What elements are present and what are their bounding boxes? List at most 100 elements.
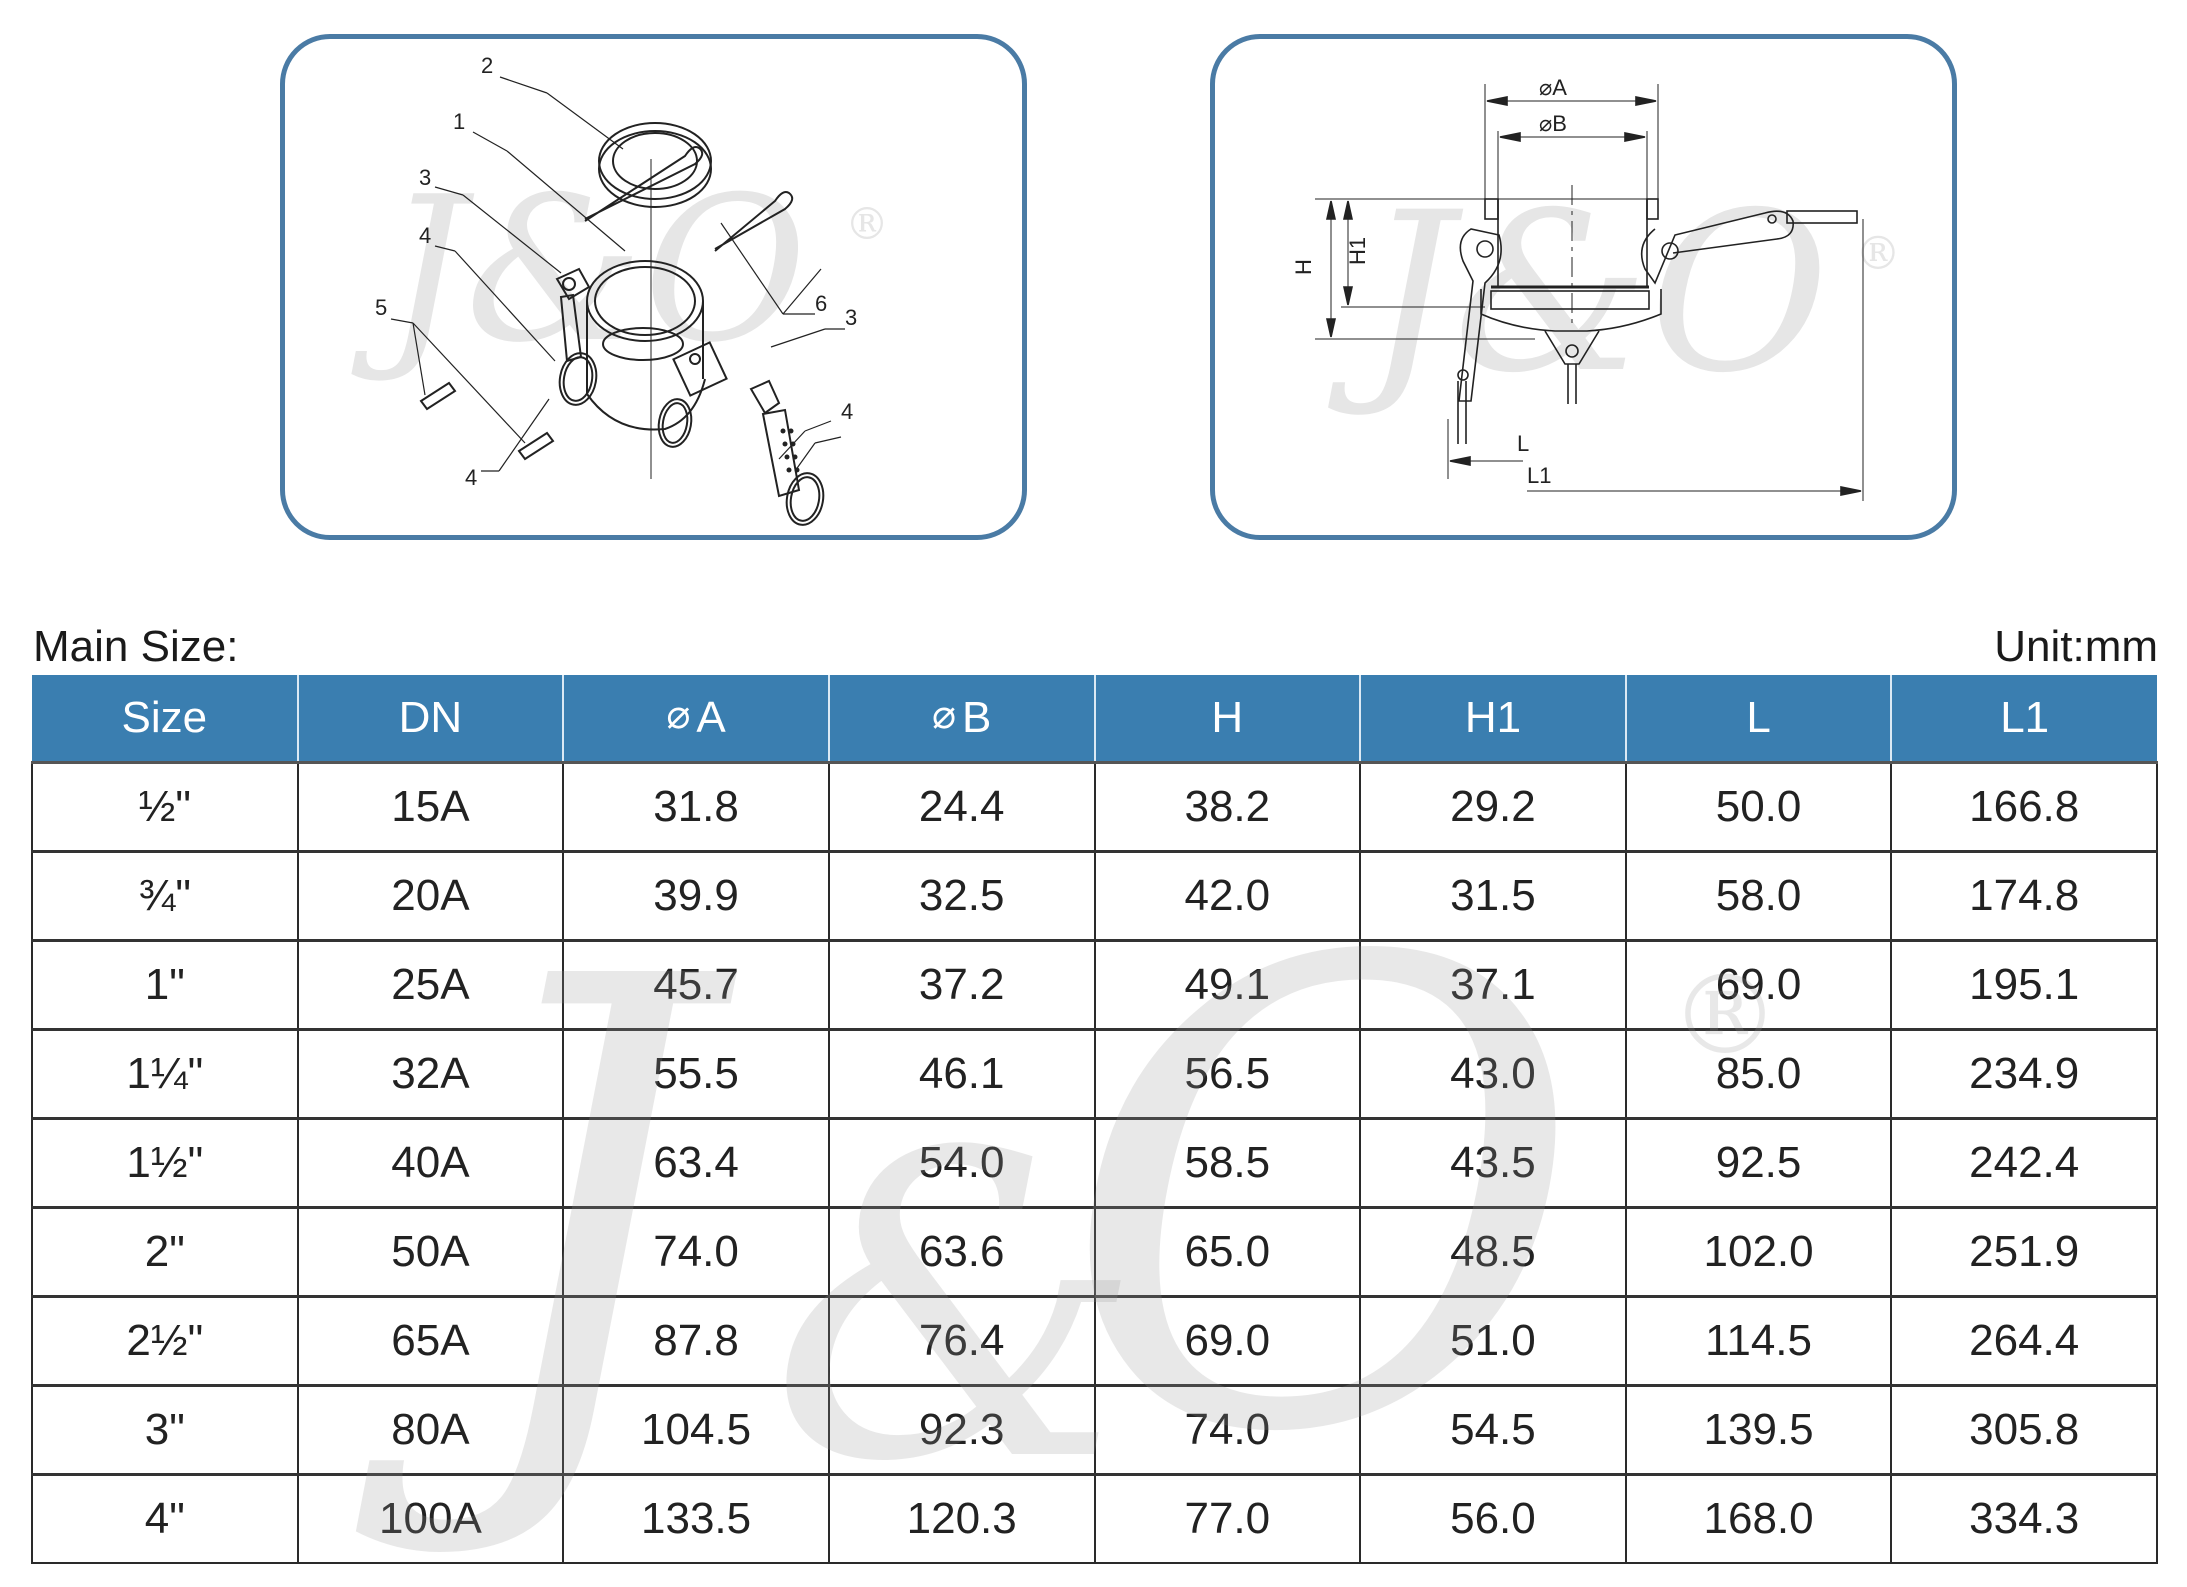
cell-size: 2" [31, 1206, 299, 1298]
unit-label: Unit:mm [1994, 622, 2158, 671]
table-row: 2" 50A 74.0 63.6 65.0 48.5 102.0 251.9 [31, 1206, 2158, 1298]
cell-b: 63.6 [827, 1206, 1096, 1298]
cell-a: 39.9 [562, 850, 830, 942]
table-row: ½" 15A 31.8 24.4 38.2 29.2 50.0 166.8 [31, 761, 2158, 853]
cell-l: 85.0 [1624, 1028, 1893, 1120]
table-row: 3" 80A 104.5 92.3 74.0 54.5 139.5 305.8 [31, 1384, 2158, 1476]
part-label-6: 6 [815, 291, 827, 316]
part-label-5: 5 [375, 295, 387, 320]
cell-h: 65.0 [1093, 1206, 1362, 1298]
cell-h: 38.2 [1093, 761, 1362, 853]
dimension-table: Size DN ⌀A ⌀B H H1 L L1 ½" 15A 31.8 24.4… [31, 675, 2158, 1564]
cell-l1: 195.1 [1890, 939, 2158, 1031]
cell-a: 31.8 [562, 761, 830, 853]
cell-b: 76.4 [827, 1295, 1096, 1387]
exploded-view-panel: J&O ® [280, 34, 1027, 540]
cell-h: 74.0 [1093, 1384, 1362, 1476]
cell-h: 56.5 [1093, 1028, 1362, 1120]
cell-l1: 242.4 [1890, 1117, 2158, 1209]
table-row: ¾" 20A 39.9 32.5 42.0 31.5 58.0 174.8 [31, 850, 2158, 942]
cell-l1: 305.8 [1890, 1384, 2158, 1476]
cell-h1: 29.2 [1359, 761, 1627, 853]
header-h: H [1093, 675, 1362, 764]
phi-icon: ⌀ [931, 692, 957, 738]
cell-h1: 43.0 [1359, 1028, 1627, 1120]
cell-dn: 15A [296, 761, 565, 853]
cell-a: 45.7 [562, 939, 830, 1031]
dim-label-l1: L1 [1527, 463, 1551, 488]
watermark-registered: ® [1855, 226, 1901, 280]
table-row: 1¼" 32A 55.5 46.1 56.5 43.0 85.0 234.9 [31, 1028, 2158, 1120]
cell-h1: 37.1 [1359, 939, 1627, 1031]
part-label-3b: 3 [845, 305, 857, 330]
watermark-registered: ® [845, 199, 889, 250]
cell-h: 69.0 [1093, 1295, 1362, 1387]
cell-l1: 174.8 [1890, 850, 2158, 942]
dim-label-h: H [1291, 259, 1316, 275]
cell-b: 32.5 [827, 850, 1096, 942]
cell-l: 114.5 [1624, 1295, 1893, 1387]
cell-b: 120.3 [827, 1473, 1096, 1564]
cell-dn: 50A [296, 1206, 565, 1298]
cell-b: 24.4 [827, 761, 1096, 853]
cell-h1: 43.5 [1359, 1117, 1627, 1209]
cell-l1: 264.4 [1890, 1295, 2158, 1387]
dim-label-phi-b: ⌀B [1539, 111, 1567, 136]
part-label-4: 4 [419, 223, 431, 248]
cell-size: 1¼" [31, 1028, 299, 1120]
header-dn: DN [296, 675, 565, 764]
cell-a: 63.4 [562, 1117, 830, 1209]
table-row: 1½" 40A 63.4 54.0 58.5 43.5 92.5 242.4 [31, 1117, 2158, 1209]
header-diameter-a: ⌀A [562, 675, 830, 764]
cell-b: 46.1 [827, 1028, 1096, 1120]
cell-size: 2½" [31, 1295, 299, 1387]
dim-label-h1: H1 [1345, 237, 1370, 265]
section-title: Main Size: [33, 622, 239, 671]
cell-l: 69.0 [1624, 939, 1893, 1031]
cell-dn: 20A [296, 850, 565, 942]
cell-l1: 334.3 [1890, 1473, 2158, 1564]
table-row: 4" 100A 133.5 120.3 77.0 56.0 168.0 334.… [31, 1473, 2158, 1564]
part-label-4c: 4 [465, 465, 477, 490]
cell-h: 58.5 [1093, 1117, 1362, 1209]
cell-dn: 40A [296, 1117, 565, 1209]
cell-l1: 251.9 [1890, 1206, 2158, 1298]
header-diameter-b: ⌀B [827, 675, 1096, 764]
cell-dn: 32A [296, 1028, 565, 1120]
cell-h1: 31.5 [1359, 850, 1627, 942]
header-size: Size [32, 675, 299, 764]
header-l: L [1624, 675, 1893, 764]
cell-size: ¾" [31, 850, 299, 942]
table-row: 2½" 65A 87.8 76.4 69.0 51.0 114.5 264.4 [31, 1295, 2158, 1387]
cell-a: 55.5 [562, 1028, 830, 1120]
header-h1: H1 [1359, 675, 1627, 764]
section-view-drawing: J&O ® [1291, 75, 1901, 501]
header-l1: L1 [1890, 675, 2157, 764]
cell-l: 50.0 [1624, 761, 1893, 853]
table-header-row: Size DN ⌀A ⌀B H H1 L L1 [32, 675, 2157, 764]
cell-a: 74.0 [562, 1206, 830, 1298]
cell-h1: 51.0 [1359, 1295, 1627, 1387]
section-view-panel: J&O ® [1210, 34, 1957, 540]
cell-dn: 25A [296, 939, 565, 1031]
table-row: 1" 25A 45.7 37.2 49.1 37.1 69.0 195.1 [31, 939, 2158, 1031]
cell-l: 58.0 [1624, 850, 1893, 942]
cell-l: 139.5 [1624, 1384, 1893, 1476]
cell-h1: 56.0 [1359, 1473, 1627, 1564]
cell-l: 168.0 [1624, 1473, 1893, 1564]
part-label-2: 2 [481, 53, 493, 78]
cell-size: 4" [31, 1473, 299, 1564]
dim-label-l: L [1517, 431, 1529, 456]
phi-icon: ⌀ [666, 692, 691, 738]
cell-a: 87.8 [562, 1295, 830, 1387]
cell-l1: 234.9 [1890, 1028, 2158, 1120]
cell-size: 1" [31, 939, 299, 1031]
cell-dn: 80A [296, 1384, 565, 1476]
cell-h: 42.0 [1093, 850, 1362, 942]
watermark-logo: J&O [1328, 165, 1829, 421]
part-label-1: 1 [453, 109, 465, 134]
cell-h1: 48.5 [1359, 1206, 1627, 1298]
cell-size: 3" [31, 1384, 299, 1476]
cell-h1: 54.5 [1359, 1384, 1627, 1476]
cell-h: 77.0 [1093, 1473, 1362, 1564]
